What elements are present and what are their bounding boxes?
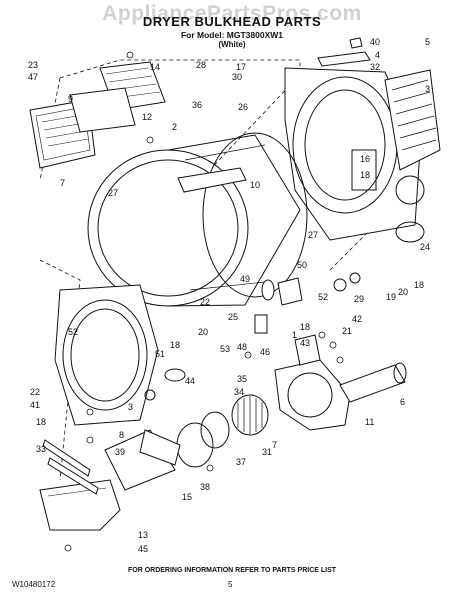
- callout-number: 52: [68, 327, 78, 337]
- ordering-note: FOR ORDERING INFORMATION REFER TO PARTS …: [127, 567, 337, 574]
- callout-number: 44: [185, 376, 195, 386]
- callout-number: 30: [232, 72, 242, 82]
- diagram-title: DRYER BULKHEAD PARTS: [142, 14, 322, 29]
- callout-number: 15: [182, 492, 192, 502]
- callout-number: 11: [365, 417, 374, 427]
- duct-adapter: [139, 429, 181, 466]
- blower-wheel: [231, 394, 269, 436]
- callout-number: 22: [30, 387, 40, 397]
- callout-number: 27: [308, 230, 318, 240]
- callout-number: 29: [354, 294, 364, 304]
- callout-number: 18: [36, 417, 46, 427]
- callout-number: 17: [236, 62, 246, 72]
- callout-number: 19: [386, 292, 396, 302]
- color-variant: (White): [218, 40, 246, 49]
- callout-number: 28: [196, 60, 206, 70]
- callout-number: 7: [60, 178, 65, 188]
- callout-number: 13: [138, 530, 148, 540]
- callout-number: 18: [360, 170, 370, 180]
- callout-number: 51: [155, 349, 165, 359]
- callout-number: 47: [28, 72, 38, 82]
- callout-number: 3: [128, 402, 133, 412]
- callout-number: 10: [250, 180, 260, 190]
- callout-number: 14: [150, 62, 160, 72]
- model-subtitle: For Model: MGT3800XW1: [180, 30, 283, 40]
- callout-number: 25: [228, 312, 238, 322]
- callout-number: 36: [192, 100, 202, 110]
- screws: [64, 51, 344, 552]
- exhaust-duct: [339, 362, 407, 403]
- dryer-drum: [87, 132, 308, 307]
- drum-baffle: [177, 167, 247, 193]
- callout-number: 32: [370, 62, 380, 72]
- callout-number: 4: [375, 50, 380, 60]
- trim-strip: [47, 457, 99, 495]
- callout-number: 9: [68, 94, 73, 104]
- callout-number: 37: [236, 457, 246, 467]
- callout-number: 5: [425, 37, 430, 47]
- callout-number: 31: [262, 447, 272, 457]
- callout-number: 38: [200, 482, 210, 492]
- callout-number: 23: [28, 60, 38, 70]
- callout-number: 50: [297, 260, 307, 270]
- callout-number: 39: [115, 447, 125, 457]
- callout-number: 20: [398, 287, 408, 297]
- callout-number: 24: [420, 242, 430, 252]
- heater-cover: [384, 69, 441, 171]
- callout-number: 40: [370, 37, 380, 47]
- callout-number: 49: [240, 274, 250, 284]
- thermostat-parts: [254, 277, 321, 366]
- callout-number: 18: [300, 322, 310, 332]
- callout-number: 43: [300, 338, 310, 348]
- drum-rollers: [144, 221, 425, 401]
- callout-number: 45: [138, 544, 148, 554]
- trim-strip: [42, 439, 91, 477]
- callout-number: 7: [272, 440, 277, 450]
- clip: [349, 37, 363, 49]
- callout-number: 35: [237, 374, 247, 384]
- blower-housing: [274, 359, 351, 431]
- callout-number: 53: [220, 344, 230, 354]
- callout-number: 26: [238, 102, 248, 112]
- lower-lint-duct: [39, 479, 121, 531]
- seal-ring: [200, 411, 230, 449]
- callout-number: 46: [260, 347, 270, 357]
- top-bracket: [317, 51, 371, 67]
- callout-number: 18: [414, 280, 424, 290]
- callout-number: 12: [142, 112, 152, 122]
- callout-number: 52: [318, 292, 328, 302]
- callout-number: 27: [108, 188, 118, 198]
- callout-number: 3: [425, 84, 430, 94]
- callout-number: 33: [36, 444, 46, 454]
- document-number: W10480172: [12, 580, 56, 589]
- callout-number: 16: [360, 154, 370, 164]
- callout-number: 48: [237, 342, 247, 352]
- callout-number: 21: [342, 326, 352, 336]
- callout-number: 41: [30, 400, 40, 410]
- callout-number: 20: [198, 327, 208, 337]
- callout-number: 8: [119, 430, 124, 440]
- front-bulkhead: [54, 284, 159, 426]
- callout-number: 34: [234, 387, 244, 397]
- watermark: AppliancePartsPros.com: [102, 2, 362, 25]
- callout-number: 1: [292, 330, 297, 340]
- callout-number: 18: [170, 340, 180, 350]
- callout-number: 2: [172, 122, 177, 132]
- callout-number: 22: [200, 297, 210, 307]
- callout-number: 6: [400, 397, 405, 407]
- callout-number: 42: [352, 314, 362, 324]
- lint-duct: [69, 87, 136, 133]
- page-number: 5: [228, 580, 233, 589]
